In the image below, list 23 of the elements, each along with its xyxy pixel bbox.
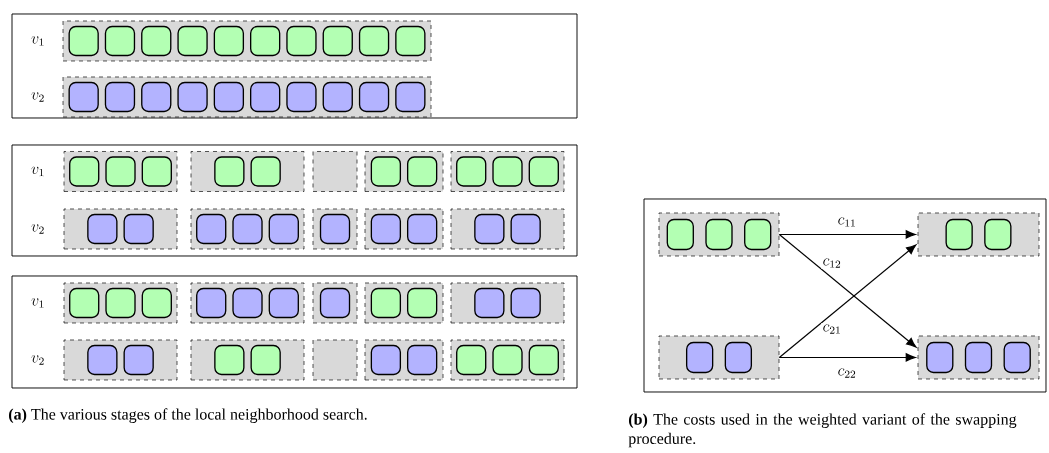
row-label: $v_2$ [31,92,44,102]
panel-frame [11,275,578,389]
figure-caption: (a) The various stages of the local neighborhood search. [9,408,367,423]
row-label: $v_1$ [31,298,44,308]
panel-frame [643,198,1047,393]
edge-label: $c_{22}$ [836,367,858,379]
arrow [778,230,916,239]
figure-caption: (b) The costs used in the weighted variant of the swapping procedure. [628,413,1017,448]
rounded-square [1003,341,1031,374]
row-label: $v_1$ [31,166,44,177]
group-box [312,339,358,381]
group-box [312,151,358,192]
edge-label: $c_{12}$ [821,257,843,269]
panel-frame [11,13,578,119]
arrow [778,353,916,362]
panel-frame [11,144,578,257]
row-label: $v_2$ [31,224,44,234]
row-label: $v_2$ [31,355,44,365]
arrow [778,244,917,359]
edge-label: $c_{21}$ [821,323,843,335]
row-label: $v_1$ [31,36,44,46]
arrow [778,233,917,348]
edge-label: $c_{11}$ [836,216,858,228]
